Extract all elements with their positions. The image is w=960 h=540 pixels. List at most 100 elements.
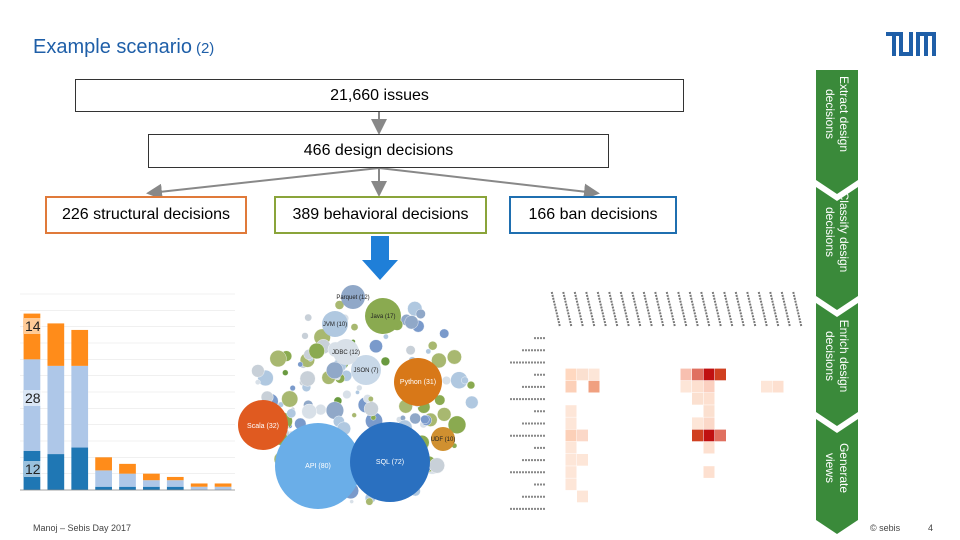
bubble-label-api: API (80): [305, 463, 331, 470]
heatmap-column-label: [642, 291, 653, 327]
title-main: Example scenario: [33, 36, 192, 58]
heatmap-cell: [761, 380, 772, 393]
heatmap-cell: [588, 380, 600, 393]
bubble-label-json: JSON (7): [353, 368, 378, 374]
heatmap-column-label: [596, 291, 607, 327]
heatmap-column-label: [562, 291, 573, 327]
heatmap-cell: [703, 380, 715, 393]
heatmap-cell: [565, 441, 577, 454]
bubble-small: [465, 395, 479, 410]
bubble-small: [269, 350, 287, 368]
heatmap-cell: [703, 429, 715, 442]
bubble-small: [409, 412, 421, 425]
heatmap-column-label: [746, 291, 757, 327]
bubble-small: [405, 345, 416, 356]
bubble-small: [437, 407, 452, 422]
bar-segment: [214, 486, 232, 490]
bubble-small: [289, 385, 296, 392]
bubble-small: [286, 408, 297, 419]
footer-copyright: © sebis: [870, 523, 901, 533]
bubble-label-sql: SQL (72): [376, 459, 404, 466]
heatmap-column-label: [769, 291, 780, 327]
heatmap-cell: [680, 368, 692, 381]
heatmap-cell: [680, 380, 692, 393]
step-enrich-line1: Enrich design: [837, 319, 851, 393]
step-enrich: Enrich design decisions: [817, 300, 857, 412]
bubble-small: [429, 457, 445, 474]
bubble-small: [434, 394, 446, 406]
bubble-small: [251, 364, 265, 378]
heatmap-cell: [565, 466, 577, 478]
bubble-small: [301, 332, 309, 340]
heatmap-column-label: [700, 291, 711, 327]
page-number: 4: [928, 523, 934, 533]
bar-segment: [166, 486, 184, 490]
bubble-label-parquet: Parquet (12): [336, 295, 369, 301]
heatmap-cell: [703, 368, 715, 381]
bubble-scala: [238, 400, 288, 450]
bubble-small: [425, 348, 432, 355]
bubble-small: [326, 361, 344, 379]
bubble-small: [447, 415, 467, 434]
heatmap-column-label: [792, 291, 803, 327]
heatmap-column-label: [631, 291, 642, 327]
heatmap-cell: [565, 454, 577, 466]
heatmap-cell: [692, 380, 703, 393]
heatmap-cell: [692, 368, 703, 381]
bubble-label-java: Java (17): [370, 314, 395, 320]
count-badge-b: 28: [24, 390, 42, 406]
bubble-small: [282, 369, 289, 376]
bubble-label-jdbc: JDBC (12): [332, 350, 360, 356]
bubble-sql: [350, 422, 430, 502]
bubble-small: [415, 308, 426, 319]
bubble-java: [365, 298, 401, 334]
bar-segment: [47, 454, 65, 490]
tum-logo: [886, 32, 936, 56]
connector-design-ban: [378, 167, 600, 200]
bubble-udf: [431, 427, 455, 451]
bubble-label-jvm: JVM (10): [323, 322, 347, 328]
heatmap-column-label: [654, 291, 665, 327]
heatmap-cell: [565, 380, 577, 393]
bar-segment: [190, 483, 208, 487]
bubble-python: [394, 358, 442, 406]
heatmap-column-label: [688, 291, 699, 327]
bar-segment: [214, 483, 232, 487]
heatmap-cell: [577, 368, 588, 381]
bubble-label-python: Python (31): [400, 379, 436, 386]
step-generate: Generate views: [817, 412, 857, 524]
behavioral-decisions-box: 389 behavioral decisions: [274, 196, 487, 234]
heatmap-cell: [715, 429, 726, 442]
count-badge-a: 14: [24, 318, 42, 334]
step-classify: Classify design decisions: [817, 176, 857, 288]
heatmap-column-label: [550, 291, 561, 327]
heatmap-cell: [703, 417, 715, 430]
step-extract-line2: decisions: [823, 88, 837, 140]
heatmap-cell: [692, 417, 703, 430]
step-generate-line2: views: [823, 452, 837, 483]
heatmap-column-label: [757, 291, 768, 327]
structural-decisions-label: 226 structural decisions: [61, 206, 231, 223]
issues-box: 21,660 issues: [75, 79, 684, 112]
title-suffix: (2): [195, 40, 215, 57]
step-classify-line2: decisions: [823, 206, 837, 258]
heatmap-cell: [565, 417, 577, 430]
bubble-small: [383, 333, 389, 340]
bubble-small: [342, 389, 352, 399]
heatmap-matrix: [510, 291, 803, 510]
heatmap-cell: [588, 368, 600, 381]
bubble-small: [297, 361, 304, 368]
bar-segment: [47, 323, 65, 366]
bubble-small: [350, 323, 359, 331]
bubble-chart: Scala (32) API (80) SQL (72) Python (31)…: [238, 285, 479, 509]
heatmap-column-label: [780, 291, 791, 327]
ban-decisions-label: 166 ban decisions: [528, 206, 658, 223]
step-generate-line1: Generate: [837, 442, 851, 494]
ban-decisions-box: 166 ban decisions: [509, 196, 677, 234]
structural-decisions-box: 226 structural decisions: [45, 196, 247, 234]
bubble-label-scala: Scala (32): [247, 423, 279, 430]
heatmap-cell: [715, 368, 726, 381]
bar-segment: [119, 486, 136, 490]
bubble-small: [439, 328, 450, 339]
bubble-jvm: [322, 311, 348, 337]
